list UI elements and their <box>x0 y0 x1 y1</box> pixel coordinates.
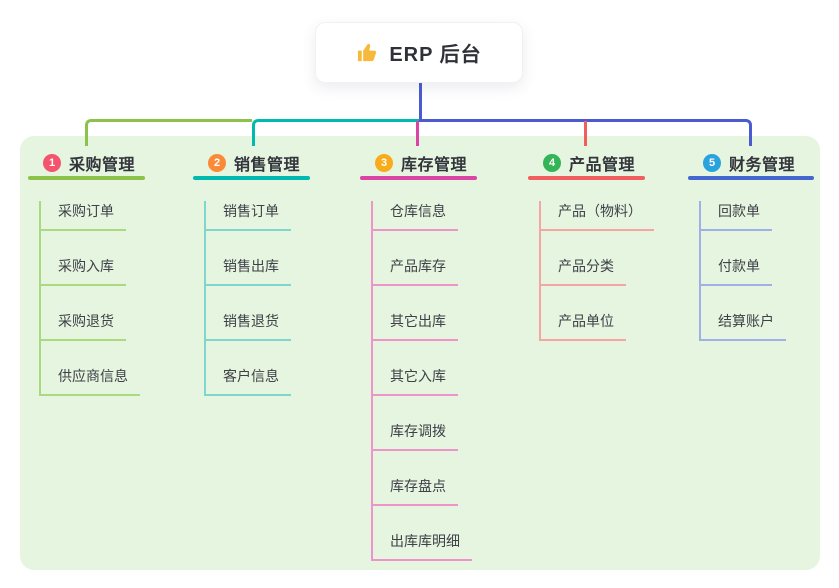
branch-label: 销售管理 <box>234 156 301 174</box>
child-node[interactable]: 采购入库 <box>41 256 126 286</box>
branch-header[interactable]: 1 采购管理 <box>28 149 145 176</box>
child-node[interactable]: 销售退货 <box>206 311 291 341</box>
branch-label: 采购管理 <box>69 156 136 174</box>
branch-label: 库存管理 <box>401 156 468 174</box>
child-node[interactable]: 出库库明细 <box>373 531 472 561</box>
branch-5: 5 财务管理回款单付款单结算账户 <box>688 149 814 341</box>
branch-label: 财务管理 <box>729 156 796 174</box>
child-node[interactable]: 其它入库 <box>373 366 458 396</box>
branch-header[interactable]: 5 财务管理 <box>688 149 814 176</box>
child-node[interactable]: 库存盘点 <box>373 476 458 506</box>
branch-4: 4 产品管理产品（物料） 产品分类产品单位 <box>528 149 654 341</box>
child-node[interactable]: 回款单 <box>701 201 772 231</box>
child-node[interactable]: 结算账户 <box>701 311 786 341</box>
branch-number-badge: 5 <box>703 153 721 172</box>
branch-label: 产品管理 <box>569 156 636 174</box>
branch-children: 回款单付款单结算账户 <box>699 201 814 341</box>
connector-branch-3 <box>416 121 419 146</box>
branch-children: 产品（物料） 产品分类产品单位 <box>539 201 654 341</box>
branch-number-badge: 3 <box>375 153 393 172</box>
branch-header[interactable]: 4 产品管理 <box>528 149 645 176</box>
branch-underline <box>360 176 477 180</box>
branch-number-badge: 4 <box>543 153 561 172</box>
child-node[interactable]: 库存调拨 <box>373 421 458 451</box>
connector-branch-1 <box>85 119 252 146</box>
thumbs-up-icon <box>356 41 379 64</box>
child-node[interactable]: 产品库存 <box>373 256 458 286</box>
branch-number-badge: 2 <box>208 153 226 172</box>
connector-branch-4 <box>584 121 587 146</box>
branch-underline <box>28 176 145 180</box>
branch-2: 2 销售管理销售订单销售出库销售退货客户信息 <box>193 149 310 396</box>
child-node[interactable]: 产品（物料） <box>541 201 654 231</box>
branch-header[interactable]: 3 库存管理 <box>360 149 477 176</box>
child-node[interactable]: 采购退货 <box>41 311 126 341</box>
child-node[interactable]: 销售订单 <box>206 201 291 231</box>
child-node[interactable]: 产品分类 <box>541 256 626 286</box>
branch-children: 仓库信息产品库存其它出库其它入库库存调拨库存盘点出库库明细 <box>371 201 477 561</box>
connector-branch-2 <box>252 119 419 146</box>
child-node[interactable]: 采购订单 <box>41 201 126 231</box>
branch-children: 采购订单采购入库采购退货供应商信息 <box>39 201 145 396</box>
branch-underline <box>528 176 645 180</box>
root-node[interactable]: ERP 后台 <box>315 22 523 83</box>
branch-underline <box>193 176 310 180</box>
child-node[interactable]: 仓库信息 <box>373 201 458 231</box>
child-node[interactable]: 其它出库 <box>373 311 458 341</box>
child-node[interactable]: 销售出库 <box>206 256 291 286</box>
branch-3: 3 库存管理仓库信息产品库存其它出库其它入库库存调拨库存盘点出库库明细 <box>360 149 477 561</box>
branches-panel <box>20 136 820 570</box>
root-label: ERP 后台 <box>389 44 482 66</box>
branch-1: 1 采购管理采购订单采购入库采购退货供应商信息 <box>28 149 145 396</box>
branch-header[interactable]: 2 销售管理 <box>193 149 310 176</box>
child-node[interactable]: 付款单 <box>701 256 772 286</box>
connector-branch-5 <box>419 119 752 146</box>
child-node[interactable]: 客户信息 <box>206 366 291 396</box>
branch-underline <box>688 176 814 180</box>
connector-root-drop <box>419 83 422 122</box>
branch-children: 销售订单销售出库销售退货客户信息 <box>204 201 310 396</box>
branch-number-badge: 1 <box>43 153 61 172</box>
child-node[interactable]: 供应商信息 <box>41 366 140 396</box>
child-node[interactable]: 产品单位 <box>541 311 626 341</box>
